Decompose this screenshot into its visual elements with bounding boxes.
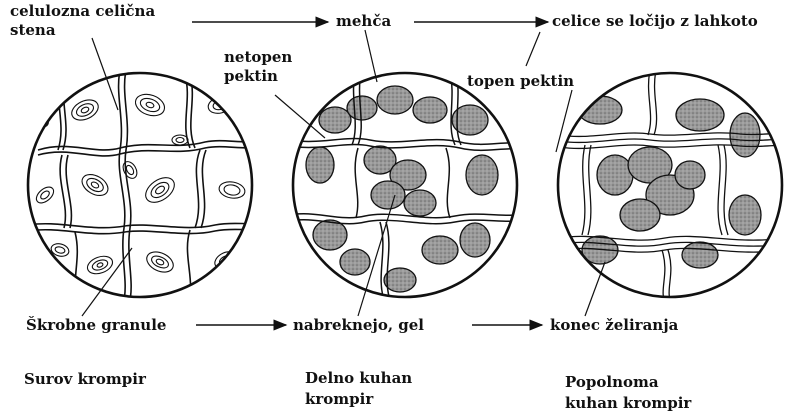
label-softer: mehča <box>336 12 391 31</box>
fully-cooked-circle <box>550 65 787 305</box>
label-insoluble-pectin: netopen pektin <box>224 48 292 86</box>
label-cells-separate: celice se ločijo z lahkoto <box>552 12 758 31</box>
caption-fully-cooked-line2: kuhan krompir <box>565 393 691 414</box>
label-insoluble-pectin-line1: netopen <box>224 48 292 67</box>
label-soluble-pectin: topen pektin <box>467 72 574 91</box>
label-cell-wall-line2: stena <box>10 21 155 40</box>
label-cell-wall-line1: celulozna celična <box>10 2 155 21</box>
caption-fully-cooked: Popolnoma kuhan krompir <box>565 372 691 414</box>
label-insoluble-pectin-line2: pektin <box>224 67 292 86</box>
caption-partly-cooked: Delno kuhan krompir <box>305 368 412 410</box>
caption-raw: Surov krompir <box>24 369 146 390</box>
label-cell-wall: celulozna celična stena <box>10 2 155 40</box>
caption-fully-cooked-line1: Popolnoma <box>565 372 691 393</box>
label-gelling-end: konec želiranja <box>550 316 678 335</box>
caption-partly-cooked-line2: krompir <box>305 389 412 410</box>
label-starch-granules: Škrobne granule <box>26 316 166 335</box>
caption-partly-cooked-line1: Delno kuhan <box>305 368 412 389</box>
partly-cooked-circle <box>285 65 525 305</box>
label-swell-gel: nabreknejo, gel <box>293 316 424 335</box>
raw-potato-circle <box>20 65 262 305</box>
